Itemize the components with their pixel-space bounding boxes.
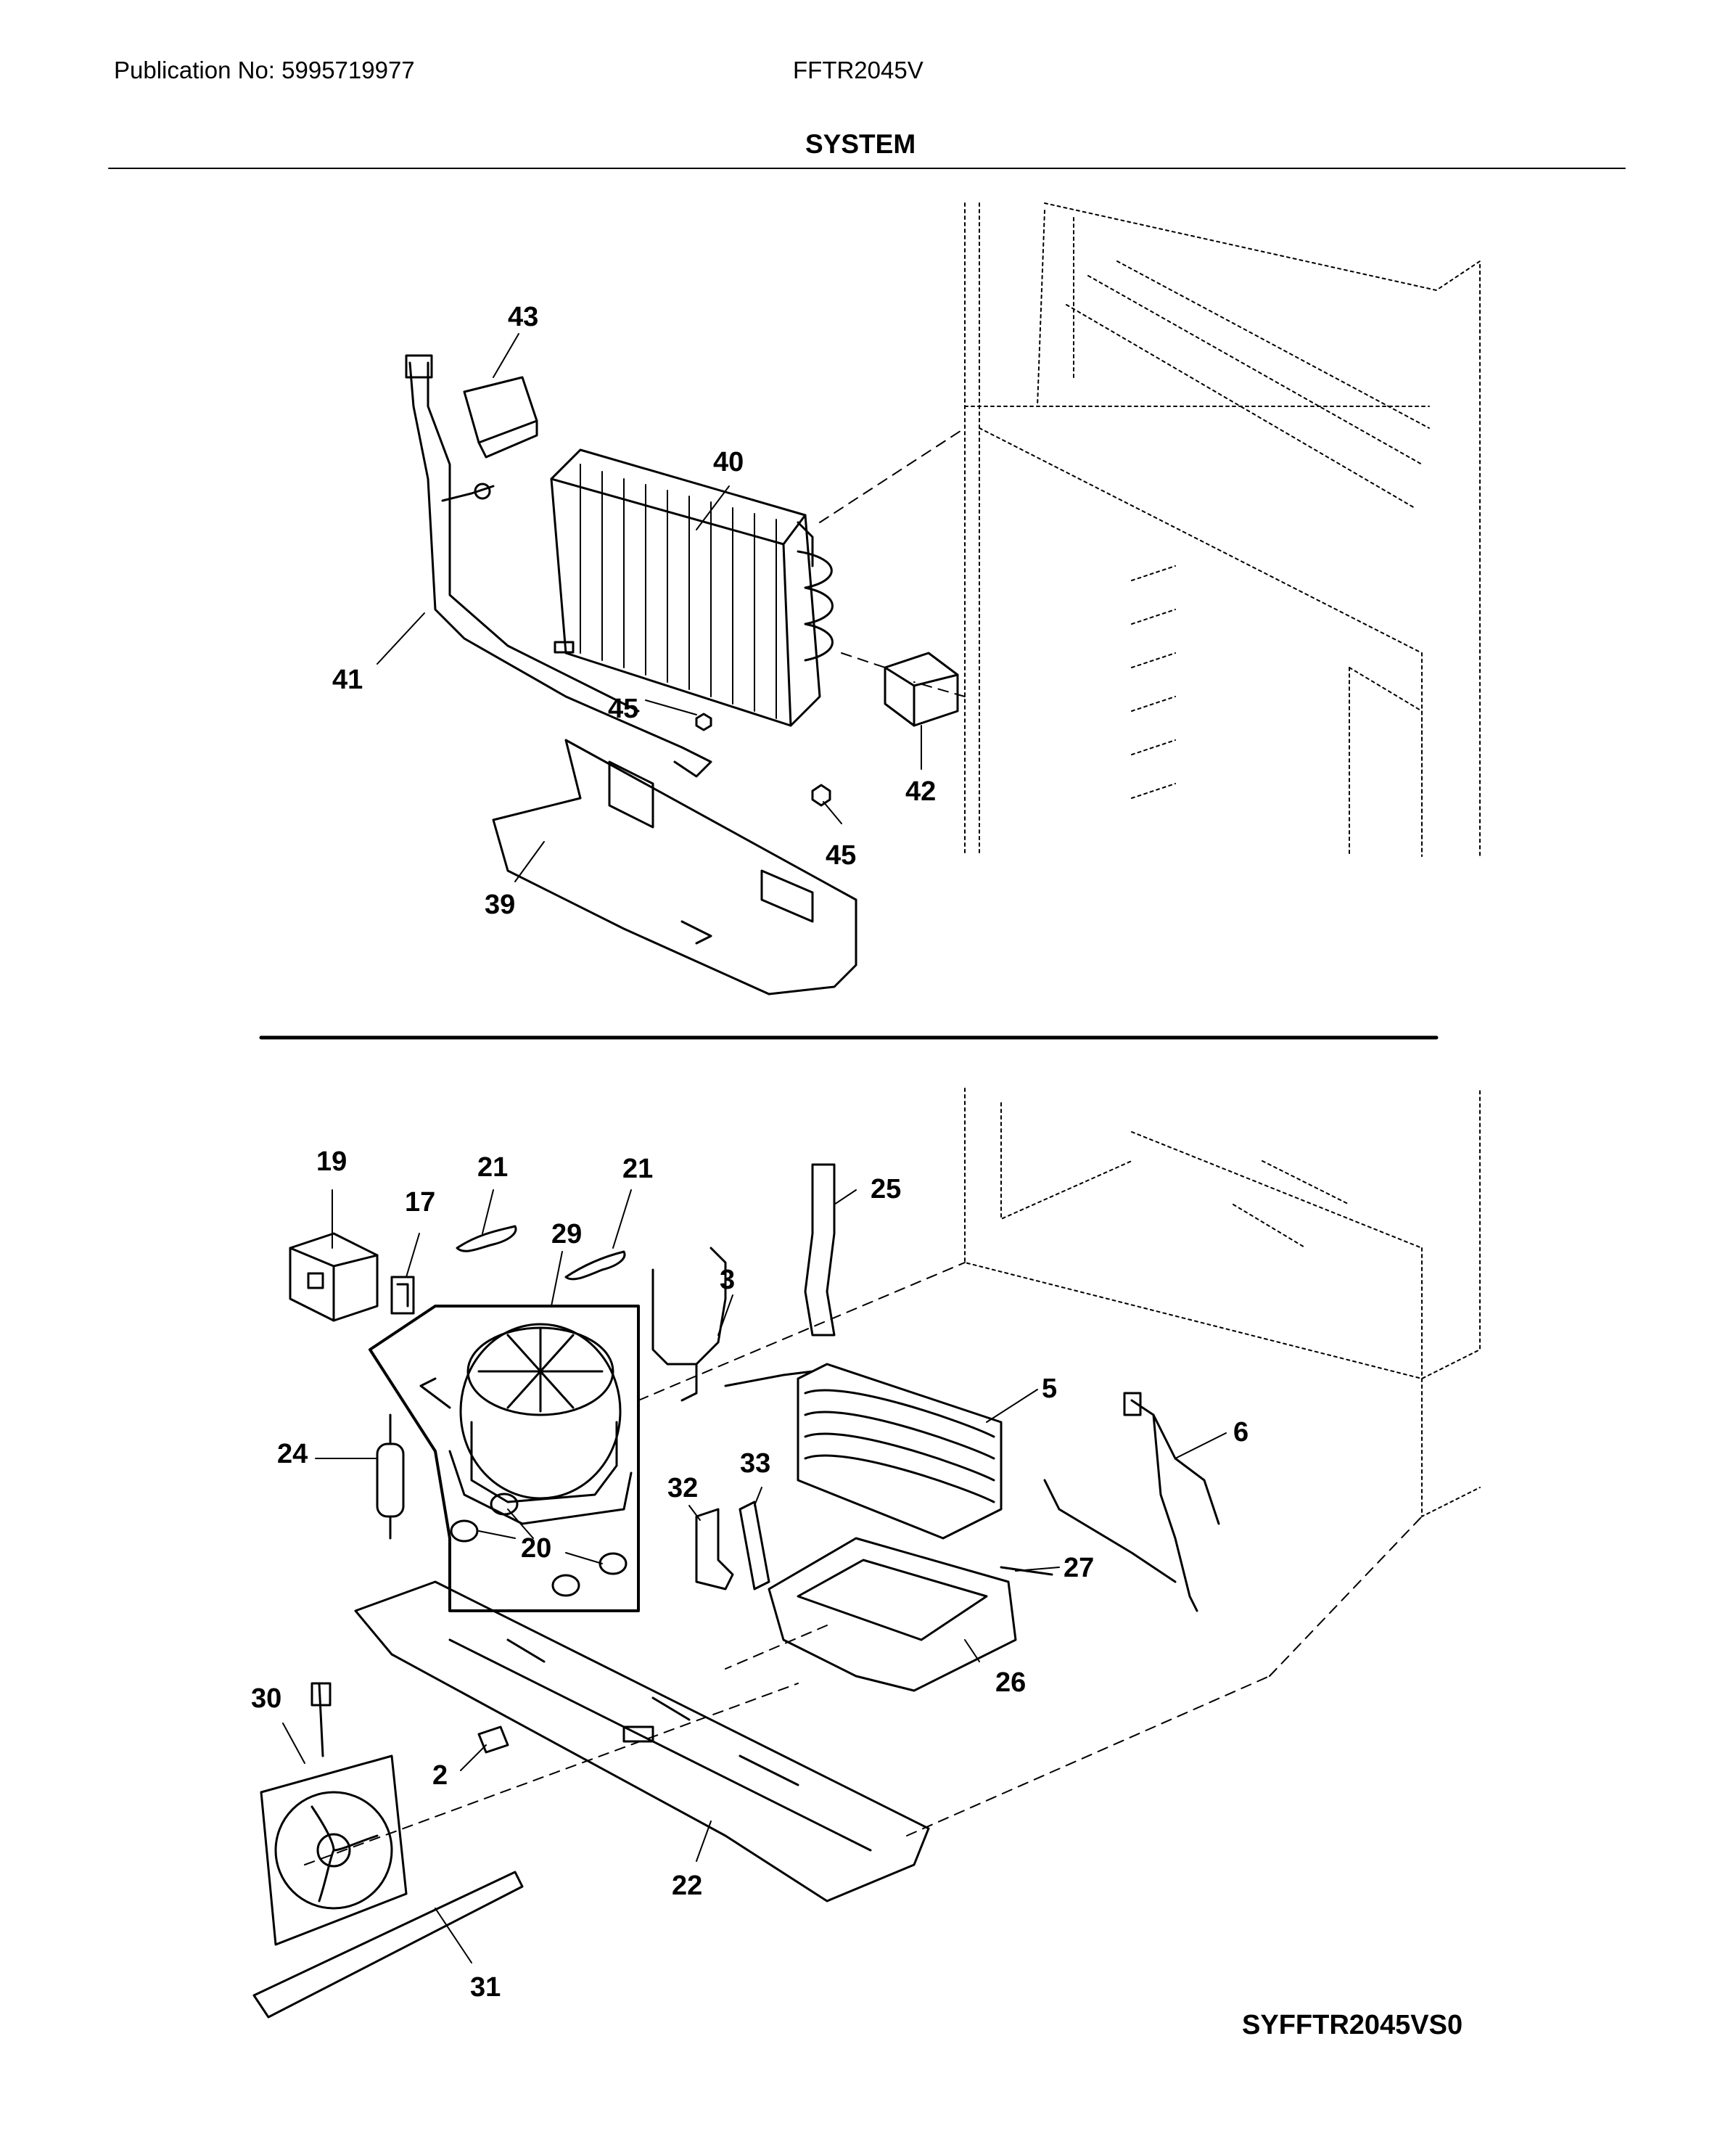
callout-17: 17 xyxy=(405,1187,436,1218)
part-40-evaporator xyxy=(550,448,834,727)
callout-2: 2 xyxy=(432,1760,448,1791)
part-45-clip-upper xyxy=(554,641,575,654)
part-42-relay xyxy=(884,652,959,727)
callout-5: 5 xyxy=(1042,1374,1058,1404)
callout-3: 3 xyxy=(720,1265,736,1295)
callout-40: 40 xyxy=(713,447,744,477)
callout-6: 6 xyxy=(1233,1417,1249,1448)
part-21-clip-right xyxy=(564,1250,626,1281)
part-32-bracket xyxy=(695,1508,734,1590)
part-5-condenser xyxy=(724,1363,1003,1540)
callout-19: 19 xyxy=(316,1146,347,1177)
part-26-drain-pan xyxy=(768,1537,1053,1692)
callout-30: 30 xyxy=(251,1683,282,1714)
part-33-bracket xyxy=(739,1501,770,1590)
publication-number: Publication No: 5995719977 xyxy=(114,57,415,83)
upper-leader-lines xyxy=(377,333,922,882)
callout-27: 27 xyxy=(1064,1553,1095,1583)
callout-42: 42 xyxy=(905,776,937,807)
part-31-strip xyxy=(252,1871,524,2019)
part-41-wiring-harness xyxy=(405,354,712,778)
callout-21-right: 21 xyxy=(622,1154,654,1184)
callout-21-left: 21 xyxy=(477,1152,509,1183)
upper-assembly-lines xyxy=(819,427,966,697)
model-number: FFTR2045V xyxy=(793,57,923,83)
part-21-clip-left xyxy=(456,1225,517,1252)
part-30-fan xyxy=(260,1682,408,1946)
part-17-overload xyxy=(390,1276,415,1315)
callout-29: 29 xyxy=(551,1219,583,1249)
part-22-base-rail xyxy=(354,1580,930,1902)
diagram-code: SYFFTR2045VS0 xyxy=(1242,2010,1463,2040)
part-6-harness xyxy=(1043,1392,1220,1612)
lower-cabinet-outline xyxy=(964,1088,1481,1517)
callout-25: 25 xyxy=(871,1174,902,1204)
part-45-clip-lower xyxy=(811,784,831,807)
callout-32: 32 xyxy=(667,1473,699,1503)
callout-43: 43 xyxy=(508,302,539,332)
part-39-cover-plate xyxy=(492,739,857,996)
part-24-drier xyxy=(376,1413,405,1540)
part-25-drain-hose xyxy=(804,1163,836,1337)
part-29-compressor-boundary xyxy=(369,1305,640,1612)
part-45-clip-mid xyxy=(695,713,712,731)
callout-24: 24 xyxy=(277,1439,308,1469)
callout-33: 33 xyxy=(740,1448,771,1479)
callout-45-upper: 45 xyxy=(608,694,639,724)
part-43-control-box xyxy=(463,376,538,459)
part-3-tube xyxy=(651,1247,727,1402)
upper-cabinet-outline xyxy=(964,202,1481,857)
part-20-grommets xyxy=(450,1493,628,1597)
lower-assembly-lines xyxy=(304,1262,1423,1865)
callout-20: 20 xyxy=(521,1533,552,1564)
callout-39: 39 xyxy=(485,890,516,920)
part-2-clip xyxy=(477,1725,509,1754)
callout-22: 22 xyxy=(672,1871,703,1901)
lower-leader-lines xyxy=(282,1189,1227,1963)
callout-45-lower: 45 xyxy=(826,840,857,871)
callout-26: 26 xyxy=(995,1667,1027,1698)
section-title: SYSTEM xyxy=(805,129,916,159)
part-19-relay-cover xyxy=(289,1232,379,1322)
callout-41: 41 xyxy=(332,665,363,695)
callout-31: 31 xyxy=(470,1972,501,2003)
part-29-compressor xyxy=(419,1323,633,1525)
